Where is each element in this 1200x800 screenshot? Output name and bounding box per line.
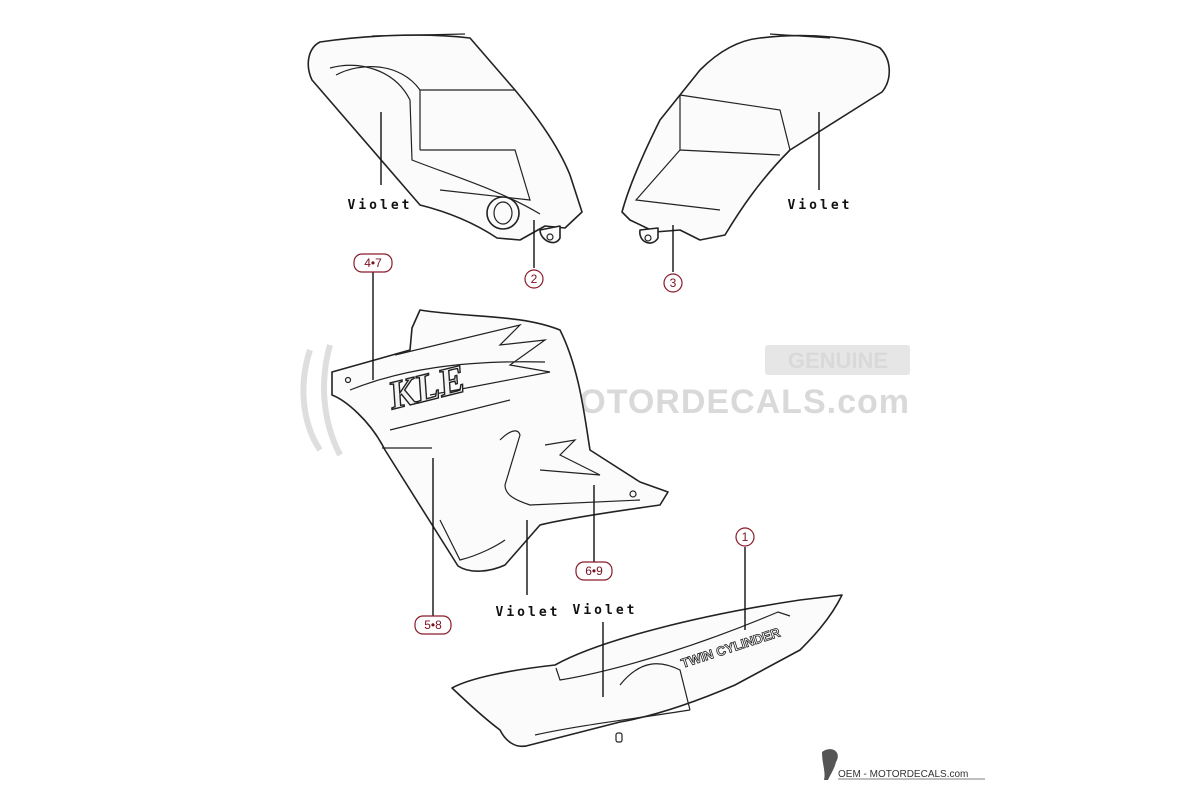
radiator-shroud: KLE — [331, 309, 669, 572]
callout-3: 3 — [670, 276, 677, 290]
callout-4-7-badge — [353, 253, 393, 273]
right-tank-color-label: Violet — [788, 198, 853, 213]
left-tank-color-label: Violet — [348, 198, 413, 213]
cover-color-label: Violet — [573, 603, 638, 618]
footer-text: OEM - MOTORDECALS.com — [838, 769, 968, 780]
callout-5-8-badge — [414, 615, 452, 635]
right-tank-cover — [621, 33, 891, 244]
callout-4-7: 4•7 — [364, 256, 382, 270]
bird-logo-icon — [822, 749, 838, 780]
footer-logo: OEM - MOTORDECALS.com — [822, 749, 985, 780]
shroud-color-label: Violet — [496, 605, 561, 620]
callout-3-badge — [663, 273, 683, 293]
callout-2-badge — [524, 269, 544, 289]
side-cover: TWIN CYLINDER — [451, 594, 843, 748]
watermark-badge: GENUINE — [788, 348, 888, 373]
callout-1-badge — [735, 527, 755, 547]
callout-5-8: 5•8 — [424, 618, 442, 632]
watermark-logo — [300, 344, 343, 457]
left-tank-hole — [486, 196, 520, 230]
watermark-badge-bg — [765, 345, 910, 375]
callout-6-9: 6•9 — [585, 564, 603, 578]
left-tank-cover — [307, 33, 583, 244]
callout-6-9-badge — [575, 561, 613, 581]
callout-2: 2 — [531, 272, 538, 286]
callout-1: 1 — [742, 530, 749, 544]
